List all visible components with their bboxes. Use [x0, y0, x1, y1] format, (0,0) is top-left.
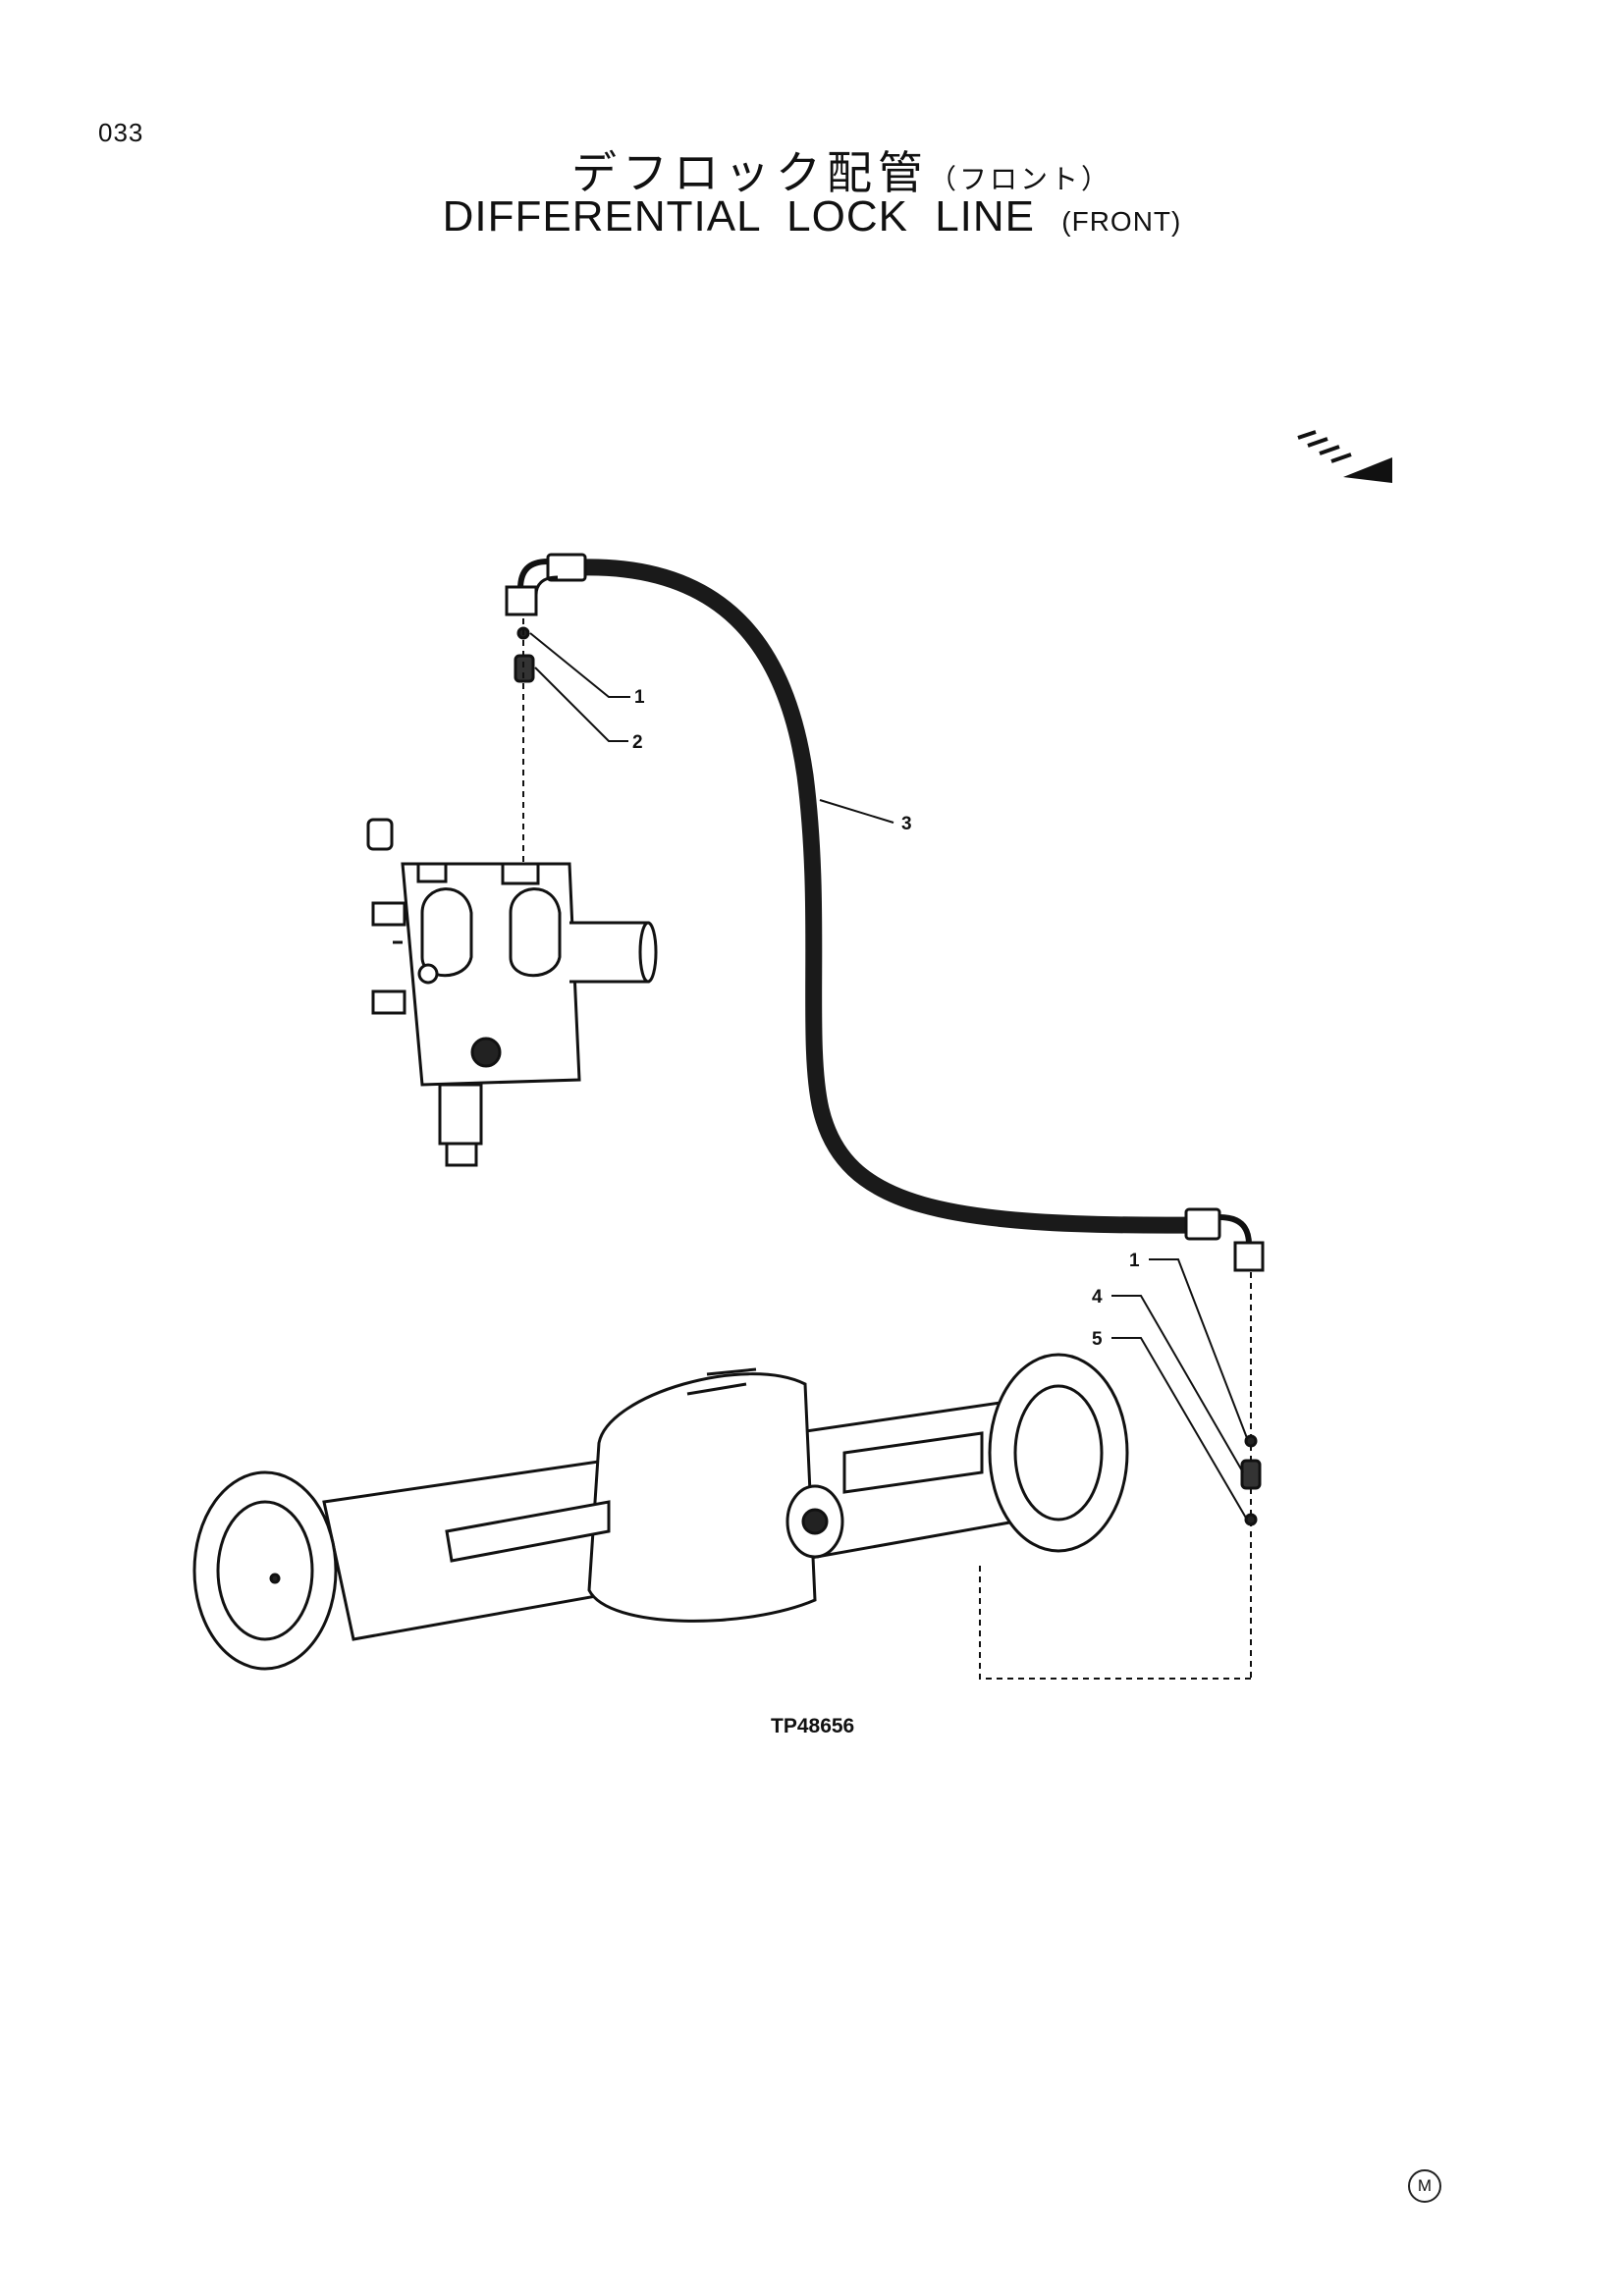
hose	[580, 559, 1199, 1234]
callout-4: 4	[1092, 1287, 1103, 1308]
upper-elbow-fitting	[505, 553, 587, 616]
title-japanese: デフロック配管（フロント）	[0, 137, 1624, 202]
leader-lines-lower	[1111, 1258, 1248, 1521]
leader-lines-upper	[529, 632, 894, 824]
circled-m-mark: M	[1408, 2169, 1441, 2203]
direction-arrow-icon	[1297, 430, 1392, 483]
figure-id: TP48656	[771, 1715, 854, 1737]
page-number: 033	[98, 118, 144, 147]
valve-block	[366, 818, 658, 1167]
title-english: DIFFERENTIAL LOCK LINE (FRONT)	[0, 192, 1624, 241]
title-japanese-sub: （フロント）	[928, 164, 1111, 194]
callout-1-lower: 1	[1129, 1251, 1140, 1271]
callout-5: 5	[1092, 1329, 1103, 1350]
title-english-sub: (FRONT)	[1061, 206, 1182, 237]
title-japanese-main: デフロック配管	[570, 147, 929, 198]
callout-1-upper: 1	[634, 687, 645, 708]
callout-2: 2	[632, 732, 643, 753]
callout-3: 3	[901, 814, 912, 834]
lower-elbow-fitting	[1184, 1207, 1265, 1272]
lower-small-parts	[979, 1272, 1262, 1680]
upper-small-parts	[514, 618, 535, 872]
axle	[192, 1353, 1129, 1671]
title-english-main: DIFFERENTIAL LOCK LINE	[442, 192, 1036, 240]
